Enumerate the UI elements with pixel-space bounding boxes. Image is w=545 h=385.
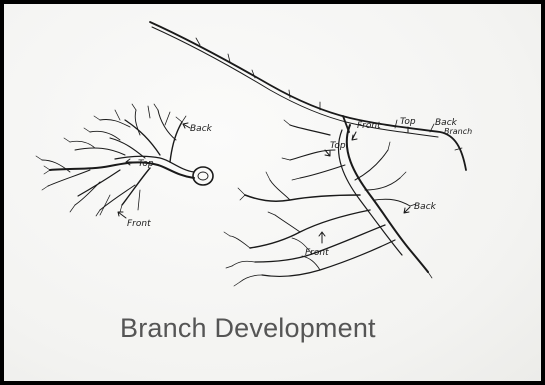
right-top-upper-label: Top <box>400 117 416 127</box>
left-front-label: Front <box>127 219 151 229</box>
right-branch-drawing <box>150 22 466 286</box>
left-branch-drawing <box>36 104 213 218</box>
right-front-upper-label: Front <box>357 121 381 131</box>
right-branch-label: Branch <box>444 127 472 136</box>
right-back-mid-label: Back <box>414 202 437 212</box>
right-front-lower-label: Front <box>305 248 329 258</box>
page-title: Branch Development <box>120 313 376 344</box>
left-top-label: Top <box>138 159 154 169</box>
left-back-label: Back <box>190 124 213 134</box>
right-top-mid-label: Top <box>330 141 346 151</box>
